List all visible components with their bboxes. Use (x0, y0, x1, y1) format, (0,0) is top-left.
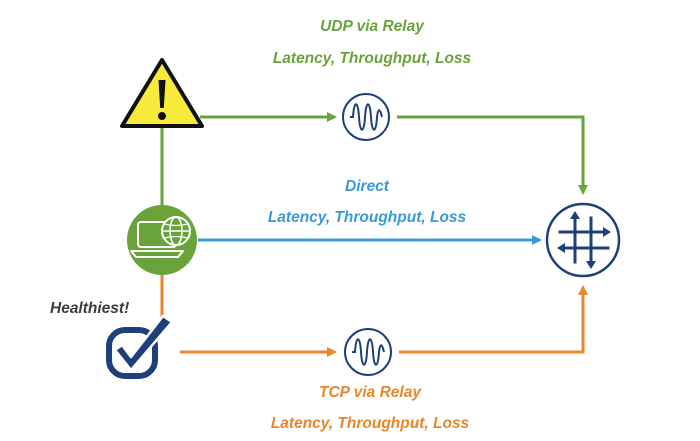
direct-path-metrics: Latency, Throughput, Loss (267, 209, 467, 226)
udp-relay-signal-wave-icon (342, 93, 390, 141)
laptop-globe-icon (127, 205, 197, 275)
tcp-relay-signal-wave-icon (344, 328, 392, 376)
tcp-path (160, 270, 588, 357)
udp-path-metrics: Latency, Throughput, Loss (272, 50, 472, 67)
udp-path-title: UDP via Relay (320, 18, 424, 35)
healthiest-label: Healthiest! (50, 300, 130, 317)
checkmark-icon (106, 314, 174, 379)
direct-path-title: Direct (345, 178, 389, 195)
tcp-path-title: TCP via Relay (319, 384, 421, 401)
warning-triangle-icon (120, 58, 204, 128)
tcp-path-metrics: Latency, Throughput, Loss (270, 415, 470, 432)
udp-arrow-to-destination (397, 115, 588, 195)
tcp-arrow-to-destination (399, 285, 588, 354)
router-arrows-icon (545, 202, 621, 278)
udp-path (160, 112, 588, 212)
